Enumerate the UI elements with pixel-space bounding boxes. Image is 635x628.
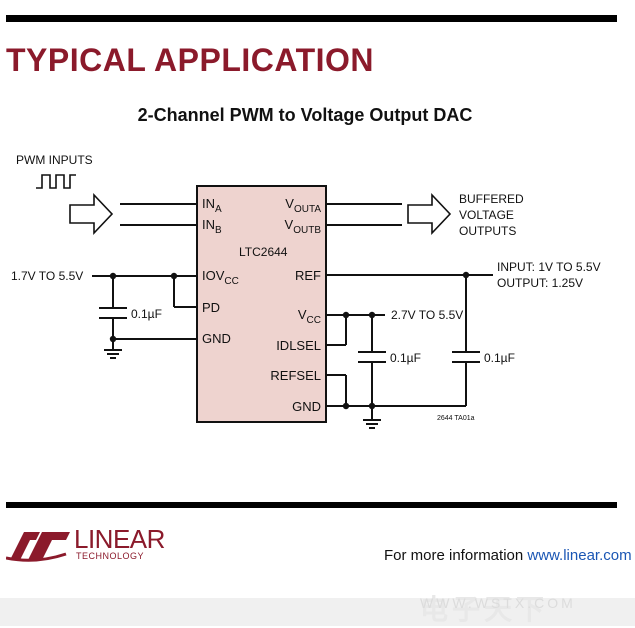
pin-voutb: VOUTB: [285, 217, 322, 236]
pin-gnd-left: GND: [202, 331, 231, 346]
buffered-label-3: OUTPUTS: [459, 224, 516, 238]
pwm-waveform-icon: [36, 174, 76, 189]
ref-input-label: INPUT: 1V TO 5.5V: [497, 260, 601, 274]
watermark-url: WWW.WSTX.COM: [420, 595, 576, 611]
schematic: INA INB LTC2644 IOVCC PD GND VOUTA VOUTB…: [11, 153, 601, 429]
chip-name: LTC2644: [239, 245, 288, 259]
vcc-range-label: 2.7V TO 5.5V: [391, 308, 463, 322]
pin-iovcc: IOVCC: [202, 268, 239, 287]
footer-text: For more information: [384, 547, 528, 564]
logo-wordmark: LINEAR: [74, 524, 165, 554]
watermark-text: 电子天下: [420, 594, 549, 625]
cap-mid-label: 0.1µF: [390, 351, 421, 365]
bottom-rule: [6, 502, 617, 508]
ref-output-label: OUTPUT: 1.25V: [497, 276, 583, 290]
top-rule: [6, 15, 617, 22]
junction-dots: [109, 271, 470, 410]
buffered-label-1: BUFFERED: [459, 192, 524, 206]
output-arrow-icon: [407, 192, 452, 236]
pin-idlsel: IDLSEL: [276, 338, 321, 353]
iovcc-range-label: 1.7V TO 5.5V: [11, 269, 83, 283]
pwm-inputs-label: PWM INPUTS: [16, 153, 93, 167]
cap-left-label: 0.1µF: [131, 307, 162, 321]
pin-inb: INB: [202, 217, 222, 236]
pin-gnd-right: GND: [292, 399, 321, 414]
pin-vcc: VCC: [298, 307, 321, 326]
pin-ina: INA: [202, 196, 222, 215]
input-arrow-icon: [69, 192, 114, 236]
pin-refsel: REFSEL: [270, 368, 321, 383]
pin-ref: REF: [295, 268, 321, 283]
buffered-label-2: VOLTAGE: [459, 208, 514, 222]
diagram-title: 2-Channel PWM to Voltage Output DAC: [137, 105, 473, 125]
bottom-bar: [0, 598, 635, 626]
pin-vouta: VOUTA: [285, 196, 321, 215]
figure-code: 2644 TA01a: [437, 415, 475, 422]
logo-subtext: TECHNOLOGY: [76, 551, 145, 561]
ic-chip-body: [196, 185, 327, 423]
section-heading: TYPICAL APPLICATION: [6, 42, 375, 78]
footer-info: For more information www.linear.com: [384, 547, 632, 564]
footer-link[interactable]: www.linear.com: [527, 547, 632, 564]
cap-right-label: 0.1µF: [484, 351, 515, 365]
pin-pd: PD: [202, 300, 220, 315]
linear-logo-icon: [6, 532, 70, 562]
